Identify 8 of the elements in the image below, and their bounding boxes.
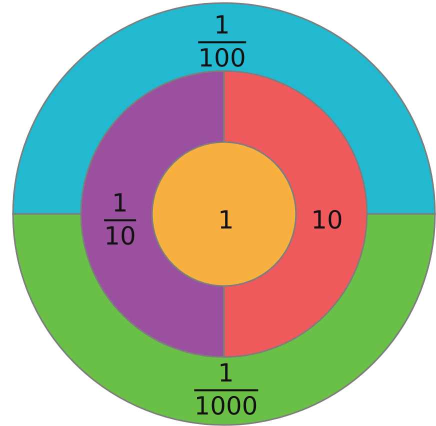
number-label: 10 [311, 206, 343, 236]
fraction-denominator: 100 [198, 44, 246, 73]
fraction-numerator: 1 [112, 189, 128, 218]
fraction-denominator: 10 [104, 222, 136, 251]
fraction-denominator: 1000 [194, 392, 258, 421]
fraction-numerator: 1 [218, 359, 234, 388]
number-label: 1 [218, 206, 234, 236]
fraction-numerator: 1 [214, 11, 230, 40]
